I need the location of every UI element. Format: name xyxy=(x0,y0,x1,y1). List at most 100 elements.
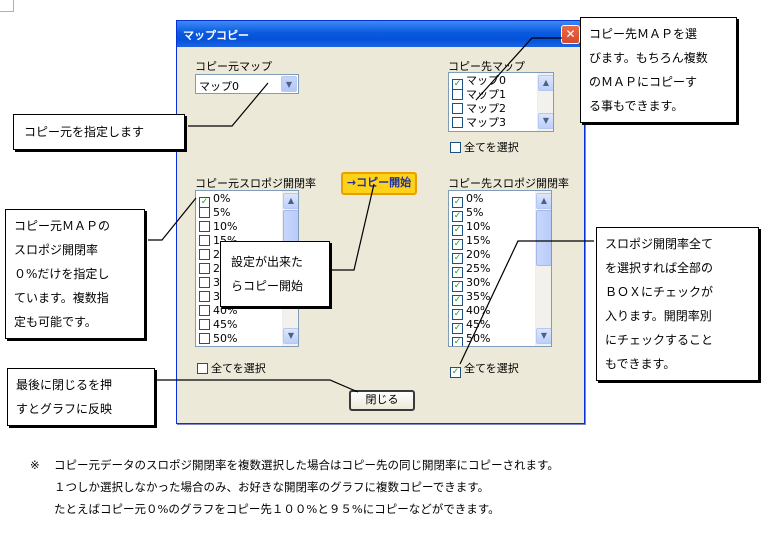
dest-rate-checkbox[interactable]: ✓ xyxy=(452,211,463,222)
dest-rate-item-label: 25% xyxy=(466,262,491,275)
callout-close: 最後に閉じるを押すとグラフに反映 xyxy=(7,368,155,426)
source-rate-checkbox[interactable] xyxy=(199,207,210,218)
dest-rate-item-label: 15% xyxy=(466,234,491,247)
dest-rate-checkbox[interactable]: ✓ xyxy=(452,337,463,347)
scroll-up-icon[interactable]: ▲ xyxy=(538,75,553,91)
callout-line: ＢＯＸにチェックが xyxy=(605,285,714,299)
dest-rate-checkbox[interactable]: ✓ xyxy=(452,281,463,292)
dest-rate-select-all-checkbox[interactable]: ✓ xyxy=(450,367,461,378)
source-rate-item[interactable]: 40% xyxy=(196,304,298,318)
footnote: ※ コピー元データのスロポジ開閉率を複数選択した場合はコピー先の同じ開閉率にコピ… xyxy=(30,454,559,520)
source-rate-item-label: 0% xyxy=(213,192,231,205)
callout-line: 定も可能です。 xyxy=(14,315,97,329)
scroll-down-icon[interactable]: ▼ xyxy=(536,328,551,344)
source-rate-checkbox[interactable] xyxy=(199,235,210,246)
source-rate-item-label: 10% xyxy=(213,220,238,233)
callout-line: スロポジ開閉率全て xyxy=(605,237,714,251)
dest-rate-checkbox[interactable]: ✓ xyxy=(452,197,463,208)
source-rate-item[interactable]: 50% xyxy=(196,332,298,346)
dest-map-select-all[interactable]: 全てを選択 xyxy=(450,139,519,155)
dest-rate-list[interactable]: ✓0%✓5%✓10%✓15%✓20%✓25%✓30%✓35%✓40%✓45%✓5… xyxy=(448,190,552,347)
dest-rate-item-label: 10% xyxy=(466,220,491,233)
dest-map-checkbox[interactable] xyxy=(452,89,463,100)
scroll-up-icon[interactable]: ▲ xyxy=(283,193,298,209)
dest-rate-checkbox[interactable]: ✓ xyxy=(452,239,463,250)
start-copy-button[interactable]: →コピー開始 xyxy=(341,172,417,195)
dest-rate-item[interactable]: ✓15% xyxy=(449,234,551,250)
callout-line: らコピー開始 xyxy=(231,279,304,293)
dest-rate-item[interactable]: ✓25% xyxy=(449,262,551,278)
source-rate-checkbox[interactable] xyxy=(199,305,210,316)
close-button[interactable]: 閉じる xyxy=(349,390,415,411)
dest-rate-scrollbar[interactable]: ▲ ▼ xyxy=(535,191,551,346)
dest-map-checkbox[interactable] xyxy=(452,103,463,114)
dest-rate-checkbox[interactable]: ✓ xyxy=(452,225,463,236)
source-rate-select-all[interactable]: 全てを選択 xyxy=(197,360,266,376)
dest-rate-item-label: 0% xyxy=(466,192,484,205)
callout-start-copy: 設定が出来たらコピー開始 xyxy=(220,241,330,307)
dest-rate-checkbox[interactable]: ✓ xyxy=(452,295,463,306)
callout-line: コピー先ＭＡＰを選 xyxy=(589,27,698,41)
source-rate-select-all-checkbox[interactable] xyxy=(197,363,208,374)
source-rate-item[interactable]: 5% xyxy=(196,206,298,220)
scroll-up-icon[interactable]: ▲ xyxy=(536,193,551,209)
source-map-select[interactable]: マップ0 ▼ xyxy=(195,74,299,94)
chevron-down-icon[interactable]: ▼ xyxy=(281,76,297,92)
callout-line: コピー元を指定します xyxy=(24,125,145,139)
dest-map-item[interactable]: マップ1 xyxy=(449,88,553,102)
dest-rate-item-label: 5% xyxy=(466,206,484,219)
close-icon[interactable]: ✕ xyxy=(561,25,580,44)
source-rate-item[interactable]: 10% xyxy=(196,220,298,234)
source-rate-checkbox[interactable] xyxy=(199,291,210,302)
dest-rate-item[interactable]: ✓50% xyxy=(449,332,551,346)
dest-rate-item-label: 50% xyxy=(466,332,491,345)
dest-rate-item[interactable]: ✓10% xyxy=(449,220,551,236)
scroll-down-icon[interactable]: ▼ xyxy=(538,113,553,129)
dest-rate-checkbox[interactable]: ✓ xyxy=(452,253,463,264)
dest-rate-item[interactable]: ✓20% xyxy=(449,248,551,264)
dest-map-item-label: マップ1 xyxy=(466,88,506,101)
dest-rate-checkbox[interactable]: ✓ xyxy=(452,323,463,334)
dest-rate-checkbox[interactable]: ✓ xyxy=(452,267,463,278)
source-rate-checkbox[interactable] xyxy=(199,263,210,274)
dest-rate-item[interactable]: ✓0% xyxy=(449,192,551,208)
source-rate-item[interactable]: ✓0% xyxy=(196,192,298,208)
source-rate-checkbox[interactable] xyxy=(199,277,210,288)
dest-rate-item[interactable]: ✓35% xyxy=(449,290,551,306)
dest-map-select-all-checkbox[interactable] xyxy=(450,142,461,153)
dest-rate-label: コピー先スロポジ開閉率 xyxy=(448,177,569,190)
scroll-thumb[interactable] xyxy=(536,210,551,266)
source-rate-checkbox[interactable] xyxy=(199,221,210,232)
dest-rate-item[interactable]: ✓5% xyxy=(449,206,551,222)
dest-map-scrollbar[interactable]: ▲ ▼ xyxy=(537,73,553,131)
scroll-down-icon[interactable]: ▼ xyxy=(283,328,298,344)
callout-source-map: コピー元を指定します xyxy=(13,114,185,150)
dest-map-select-all-label: 全てを選択 xyxy=(464,141,519,154)
source-rate-checkbox[interactable] xyxy=(199,333,210,344)
source-rate-item[interactable]: 45% xyxy=(196,318,298,332)
callout-line: ０%だけを指定し xyxy=(14,267,110,281)
dialog-titlebar[interactable]: マップコピー ✕ xyxy=(177,21,584,47)
source-rate-label: コピー元スロポジ開閉率 xyxy=(195,177,316,190)
dest-rate-select-all[interactable]: ✓全てを選択 xyxy=(450,360,519,378)
dest-map-item[interactable]: マップ2 xyxy=(449,102,553,116)
source-rate-item-label: 50% xyxy=(213,332,238,345)
dest-rate-item[interactable]: ✓30% xyxy=(449,276,551,292)
source-rate-checkbox[interactable] xyxy=(199,249,210,260)
callout-line: すとグラフに反映 xyxy=(16,402,113,416)
source-rate-checkbox[interactable] xyxy=(199,319,210,330)
dest-rate-checkbox[interactable]: ✓ xyxy=(452,309,463,320)
callout-line: 設定が出来た xyxy=(231,255,304,269)
dest-map-item[interactable]: マップ3 xyxy=(449,116,553,130)
dest-map-label: コピー先マップ xyxy=(448,60,525,73)
callout-line: コピー元ＭＡＰの xyxy=(14,219,111,233)
note-line: たとえばコピー元０%のグラフをコピー先１００%と９５%にコピーなどができます。 xyxy=(54,502,500,516)
dest-rate-item-label: 35% xyxy=(466,290,491,303)
callout-line: にチェックすること xyxy=(605,333,714,347)
dest-map-checkbox[interactable] xyxy=(452,117,463,128)
